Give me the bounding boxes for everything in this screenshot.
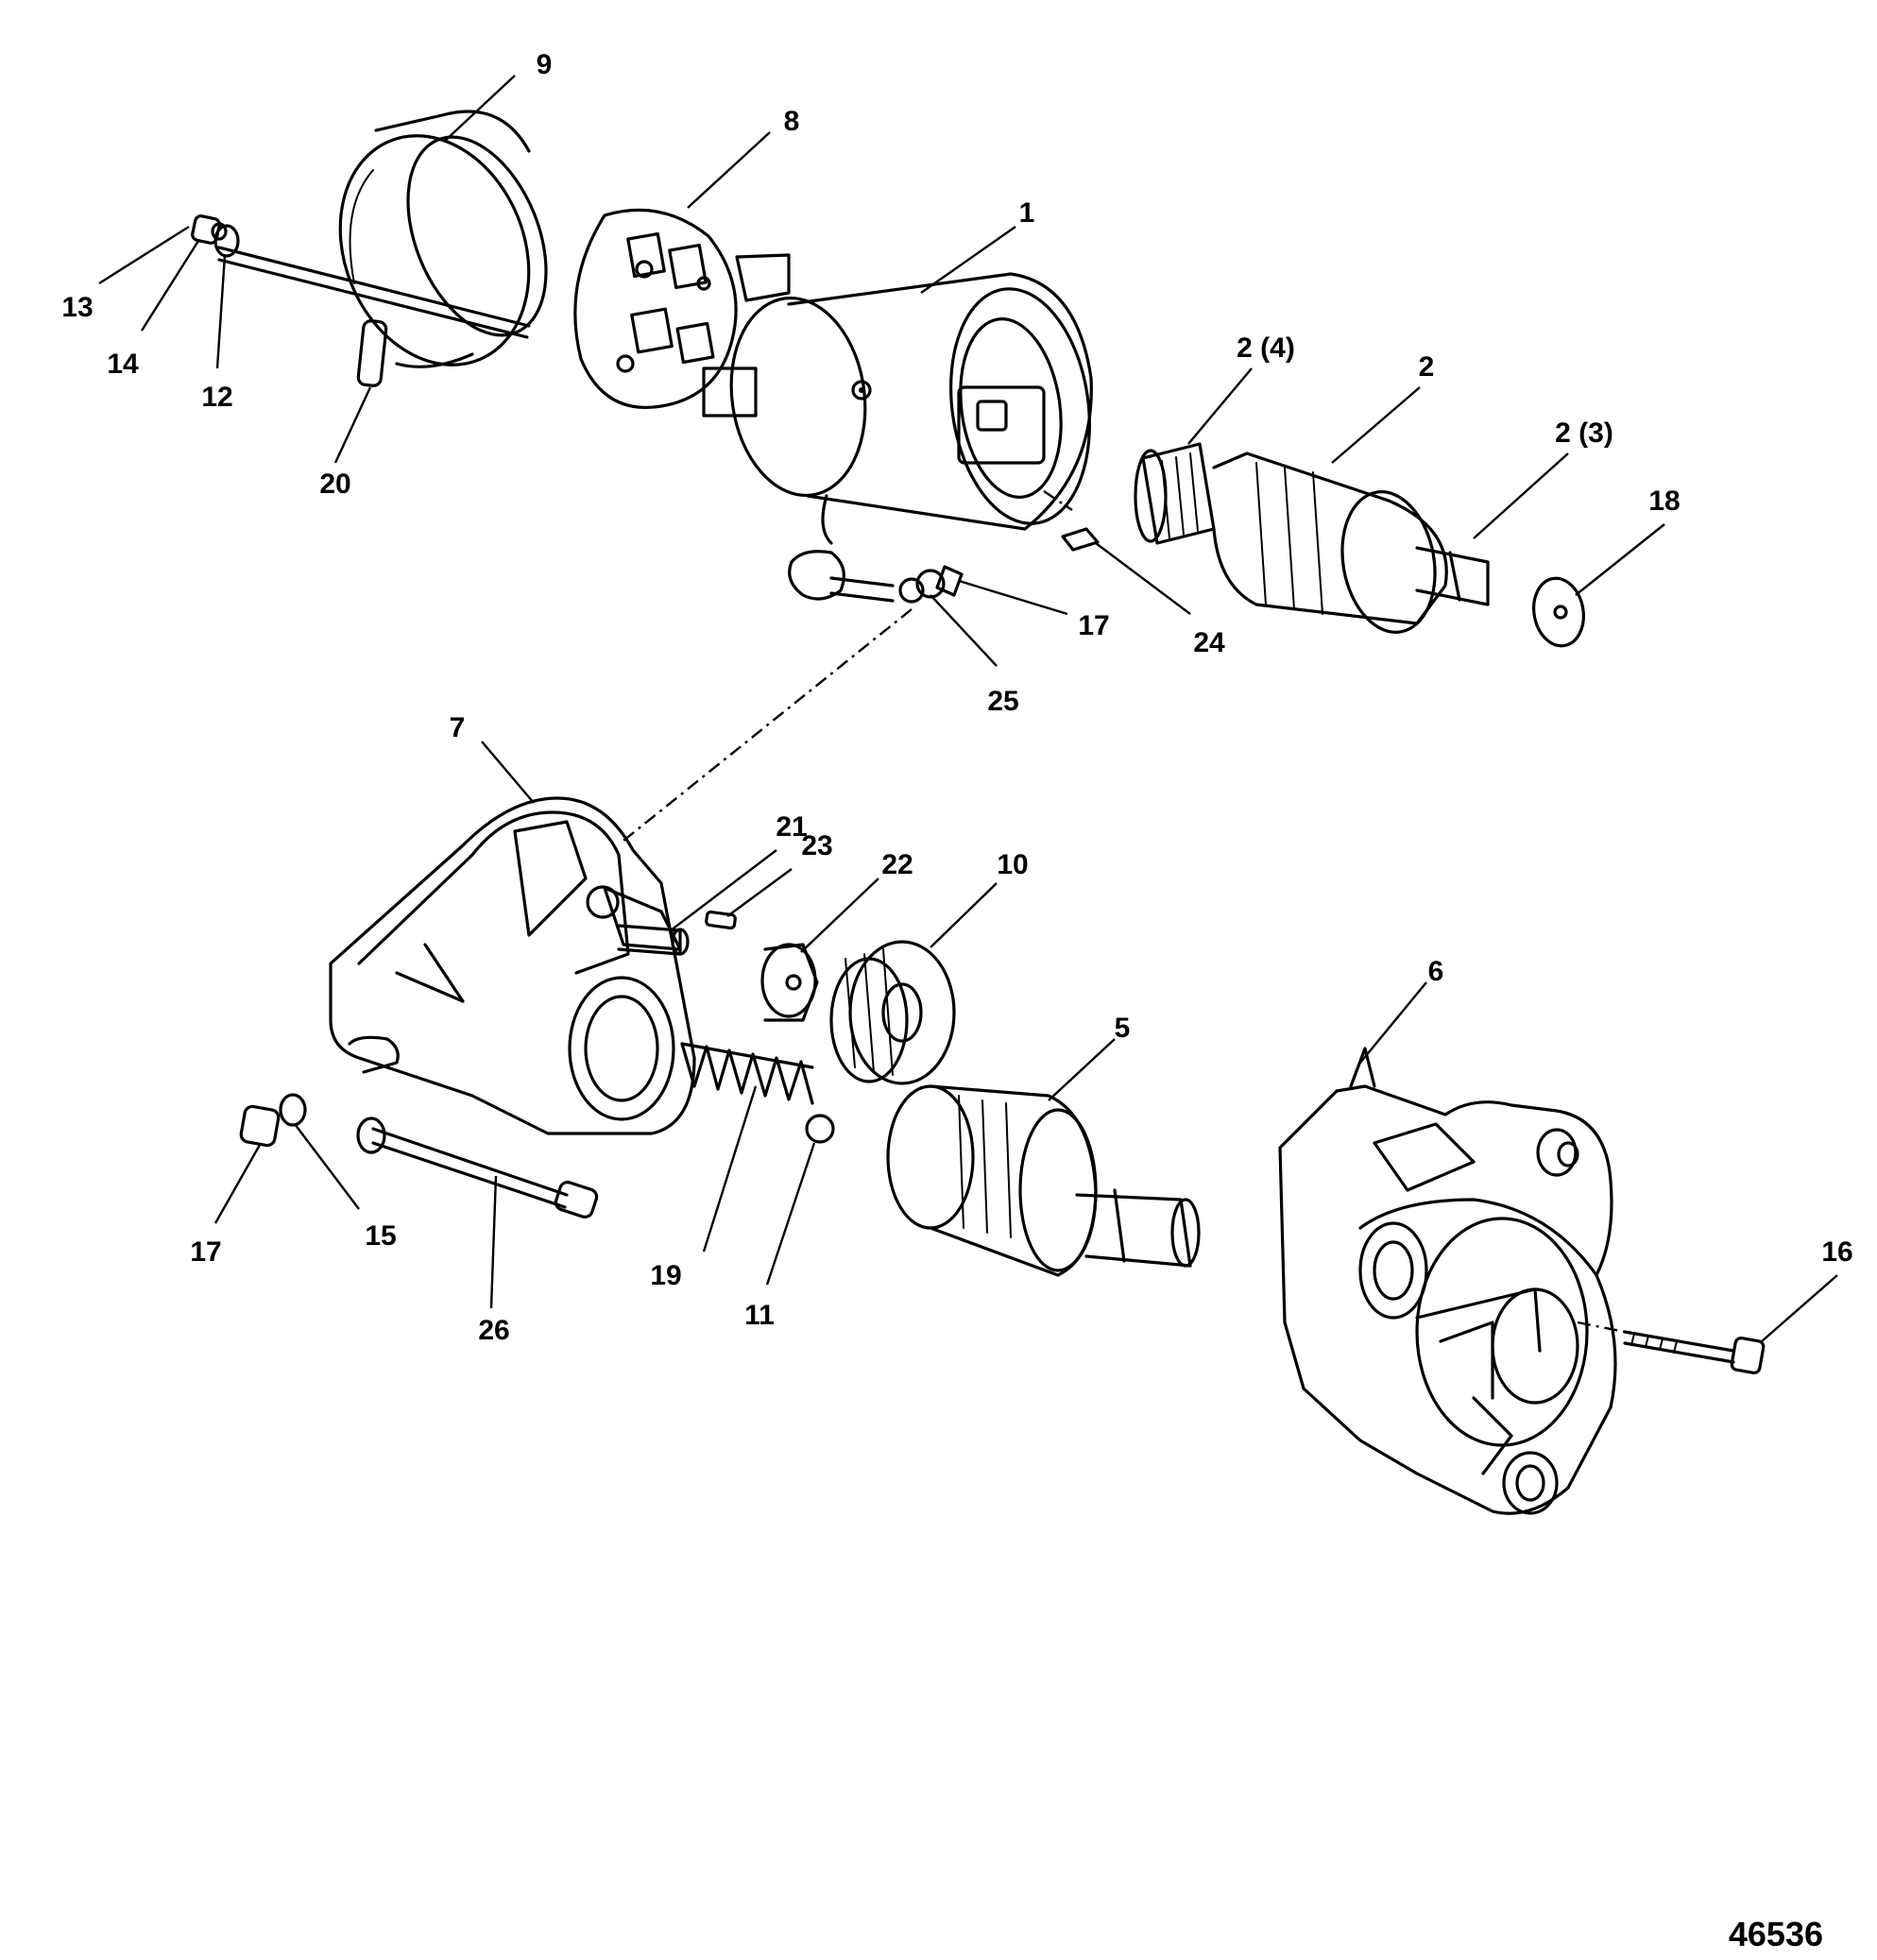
part-1-field-frame	[702, 253, 1093, 531]
part-6-drive-end-frame	[1278, 1047, 1617, 1515]
callout-9: 9	[537, 49, 553, 80]
part-5-clutch-drive	[886, 1084, 1201, 1277]
part-18-washer	[1532, 576, 1585, 648]
callout-2-4: 2 (4)	[1237, 332, 1295, 364]
callout-23: 23	[801, 830, 832, 861]
callout-labels: 9 8 1 2 (4) 2 2 (3) 18 24 17 25 13 14 12…	[61, 49, 1852, 1346]
callout-15: 15	[365, 1220, 396, 1252]
part-23-key	[705, 910, 737, 930]
callout-2-3: 2 (3)	[1555, 418, 1613, 449]
callout-14: 14	[107, 349, 139, 380]
callout-17-lower: 17	[190, 1236, 221, 1268]
callout-8: 8	[784, 106, 800, 137]
part-24-key	[1043, 490, 1100, 552]
callout-5: 5	[1115, 1013, 1131, 1044]
leader-lines	[98, 75, 1838, 1342]
callout-10: 10	[997, 849, 1028, 880]
assembly-axis-line	[623, 608, 913, 842]
callout-7: 7	[450, 712, 466, 743]
part-15-washer	[279, 1093, 307, 1127]
callout-13: 13	[61, 292, 93, 323]
part-2-armature	[1134, 442, 1490, 634]
callout-19: 19	[650, 1260, 681, 1291]
part-10-gear	[829, 940, 956, 1085]
callout-11: 11	[744, 1300, 775, 1331]
callout-20: 20	[319, 469, 350, 500]
callout-1: 1	[1019, 197, 1035, 229]
part-19-spring	[680, 1042, 814, 1105]
part-22-idler-gear	[760, 943, 819, 1022]
part-7-drive-housing	[329, 796, 696, 1135]
callout-6: 6	[1428, 956, 1444, 987]
callout-26: 26	[478, 1315, 509, 1346]
part-9-yoke-cover	[338, 110, 548, 368]
callout-21: 21	[776, 811, 807, 843]
part-17-nut-lower	[239, 1104, 281, 1148]
callout-17-upper: 17	[1078, 610, 1109, 641]
callout-22: 22	[881, 849, 913, 880]
part-20-pin	[356, 319, 388, 387]
figure-reference-number: 46536	[1729, 1915, 1823, 1953]
part-16-bolt	[1577, 1321, 1766, 1374]
part-8-brush-holder	[573, 208, 738, 409]
part-21-shaft	[617, 924, 690, 956]
part-12-13-14-through-bolt	[191, 214, 531, 339]
part-26-terminal-bolt	[356, 1116, 599, 1219]
callout-12: 12	[201, 382, 232, 413]
field-lead-terminal	[788, 494, 964, 604]
callout-2: 2	[1419, 351, 1435, 383]
callout-25: 25	[987, 686, 1018, 717]
callout-16: 16	[1821, 1236, 1852, 1268]
part-11-ball	[805, 1114, 835, 1144]
callout-18: 18	[1648, 486, 1680, 517]
callout-24: 24	[1193, 627, 1225, 658]
